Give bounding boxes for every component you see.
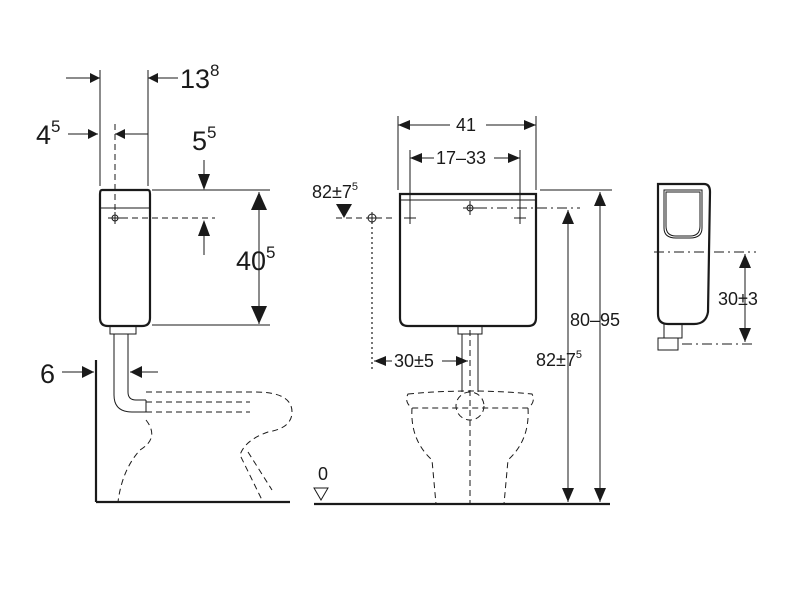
arrow-82-top: [562, 210, 574, 224]
cistern-detail: [656, 182, 712, 326]
arrow-6: [82, 366, 94, 378]
arrow-30-3-bottom: [739, 328, 751, 342]
dim-pipe-offset: 30±5: [394, 351, 434, 371]
arrow-4-right: [115, 129, 125, 139]
dim-width-side: 138: [180, 61, 220, 94]
dim-height-side: 405: [236, 243, 276, 276]
arrow-41-right: [524, 120, 536, 130]
arrow-5-bottom: [198, 220, 210, 236]
dim-inlet-height: 82±75: [312, 181, 358, 202]
bowl-front: [406, 390, 534, 409]
arrow-30-left: [374, 356, 386, 366]
dim-seat-height: 82±75: [536, 349, 582, 370]
cistern-detail-inner-2: [665, 191, 701, 237]
detail-connector: [663, 323, 683, 339]
arrow-40-bottom: [251, 306, 267, 324]
dim-detail-height: 30±3: [718, 289, 758, 309]
arrow-30-right: [456, 356, 468, 366]
arrow-6-right: [130, 366, 142, 378]
bowl-foot-line: [247, 451, 273, 491]
pipe-connector: [109, 325, 137, 335]
bowl-pedestal: [411, 407, 529, 505]
cistern-side: [98, 188, 152, 328]
arrow-41-left: [398, 120, 410, 130]
flush-pipe-side: [113, 334, 146, 413]
cistern-front: [398, 192, 538, 328]
bowl-opening: [455, 391, 485, 421]
side-view: 138 45 55 405 6: [36, 61, 293, 504]
arrow-17-right: [508, 153, 520, 163]
detail-view: 30±3: [654, 182, 758, 351]
floor-marker: [313, 487, 329, 501]
arrow-80-top: [594, 192, 606, 206]
cistern-detail-inner: [663, 189, 703, 239]
arrow-17-left: [410, 153, 422, 163]
arrow-4: [88, 129, 98, 139]
detail-base: [657, 337, 679, 351]
arrow-13-right: [148, 73, 158, 83]
arrow-30-3-top: [739, 254, 751, 268]
dim-width-front: 41: [456, 115, 476, 135]
arrow-5-top: [198, 174, 210, 190]
dim-wall-offset: 45: [36, 117, 61, 150]
dim-pipe-side: 6: [40, 359, 55, 389]
dim-inlet-side: 55: [192, 123, 217, 156]
arrow-inlet-height: [336, 204, 352, 218]
front-view: 0 41 17–33: [312, 115, 620, 506]
arrow-13-left: [90, 73, 100, 83]
dim-top-height: 80–95: [570, 310, 620, 330]
arrow-82-bottom: [562, 488, 574, 502]
floor-level-label: 0: [318, 464, 328, 484]
arrow-40-top: [251, 192, 267, 210]
bowl-side: [117, 391, 293, 503]
arrow-80-bottom: [594, 488, 606, 502]
dim-bracket: 17–33: [436, 148, 486, 168]
